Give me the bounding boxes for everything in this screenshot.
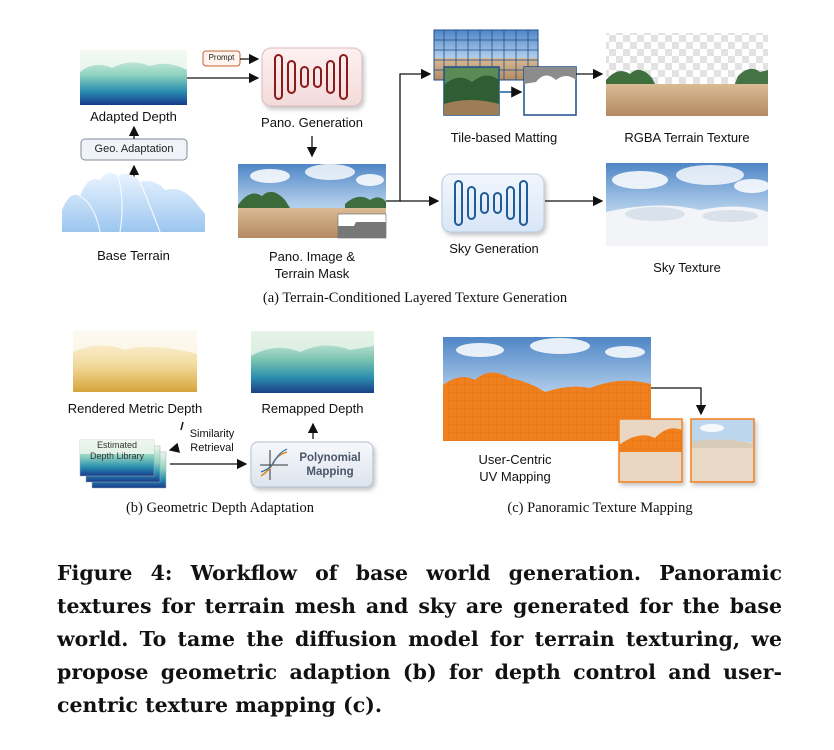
- pano-image: [238, 164, 387, 239]
- panel-c-caption: (c) Panoramic Texture Mapping: [507, 500, 693, 516]
- polynomial-mapping-box: [250, 441, 374, 488]
- geo-adaptation-label: Geo. Adaptation: [94, 143, 174, 155]
- sky-generation-label: Sky Generation: [449, 241, 539, 256]
- arrow-icon: [168, 442, 181, 453]
- poly-label-line2: Mapping: [306, 466, 354, 478]
- rgba-texture-label: RGBA Terrain Texture: [624, 130, 750, 145]
- sky-generation-unet: [441, 173, 545, 233]
- similarity-label-line2: Retrieval: [190, 442, 234, 454]
- curve-icon: [260, 448, 288, 480]
- rendered-metric-depth-image: [73, 330, 197, 392]
- panoramic-uv-image: [443, 337, 651, 441]
- remapped-depth-label: Remapped Depth: [261, 401, 364, 416]
- pano-generation-unet: [261, 47, 363, 107]
- figure-caption: Figure 4: Workflow of base world generat…: [57, 561, 782, 717]
- library-label-line1: Estimated: [96, 440, 138, 450]
- pano-image-label-line1: Pano. Image &: [269, 249, 355, 264]
- tile-matting-visual: [433, 29, 577, 116]
- uv-mapping-label-line1: User-Centric: [478, 452, 552, 467]
- pano-generation-label: Pano. Generation: [261, 115, 363, 130]
- unet-icon: [454, 180, 528, 226]
- prompt-label: Prompt: [208, 53, 235, 62]
- panel-b-caption: (b) Geometric Depth Adaptation: [125, 500, 315, 516]
- arrow-icon: [180, 421, 184, 431]
- adapted-depth-label: Adapted Depth: [90, 109, 177, 124]
- pano-image-label-line2: Terrain Mask: [274, 266, 350, 281]
- arrow-icon: [386, 68, 432, 202]
- tile-matting-label: Tile-based Matting: [450, 130, 558, 145]
- sky-texture-label: Sky Texture: [653, 260, 721, 275]
- uv-detail-right: [690, 418, 755, 483]
- rendered-depth-label: Rendered Metric Depth: [67, 401, 203, 416]
- base-terrain-label: Base Terrain: [97, 248, 170, 263]
- adapted-depth-image: [80, 50, 187, 105]
- remapped-depth-image: [251, 331, 374, 393]
- depth-library-stack: [79, 439, 167, 489]
- uv-mapping-label-line2: UV Mapping: [479, 469, 551, 484]
- panel-a-caption: (a) Terrain-Conditioned Layered Texture …: [262, 290, 568, 306]
- uv-detail-left: [618, 418, 683, 483]
- unet-icon: [274, 54, 348, 100]
- poly-label-line1: Polynomial: [299, 452, 361, 464]
- base-terrain-mesh: [62, 172, 205, 233]
- rgba-terrain-texture: [606, 33, 768, 116]
- similarity-label-line1: Similarity: [189, 428, 235, 440]
- library-label-line2: Depth Library: [89, 451, 145, 461]
- arrow-icon: [651, 387, 707, 416]
- sky-texture: [606, 163, 770, 246]
